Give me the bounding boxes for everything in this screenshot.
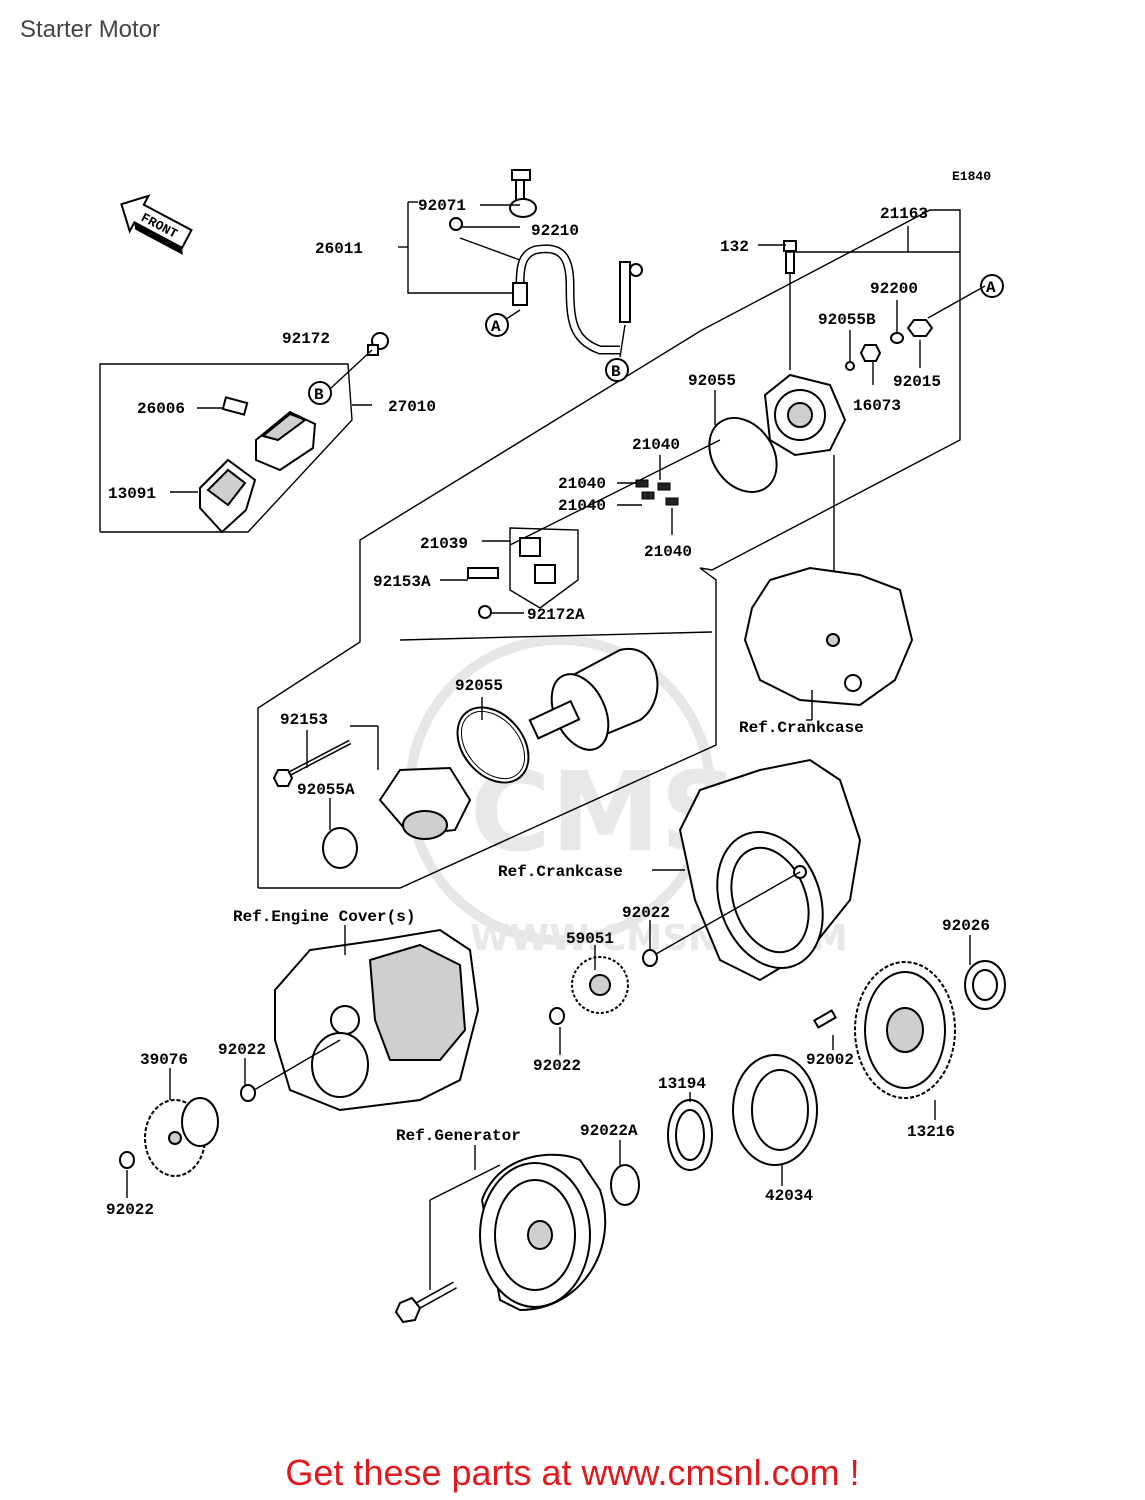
starter-relay xyxy=(199,332,389,534)
part-label-21040-d: 21040 xyxy=(644,543,692,561)
reduction-gear xyxy=(119,1039,341,1177)
part-label-13194: 13194 xyxy=(658,1075,706,1093)
generator-rotor xyxy=(394,1145,607,1324)
starter-yoke xyxy=(399,631,713,784)
svg-text:B: B xyxy=(314,386,324,404)
ref-engine-cover: Ref.Engine Cover(s) xyxy=(233,908,415,926)
idle-gear xyxy=(549,871,801,1025)
part-label-92022-c: 92022 xyxy=(533,1057,581,1075)
crankcase-section-top xyxy=(743,566,914,720)
front-arrow-icon: FRONT xyxy=(120,194,193,255)
part-label-16073: 16073 xyxy=(853,397,901,415)
callout-b-cable: B xyxy=(605,358,629,382)
starter-clutch xyxy=(610,1054,818,1206)
part-label-92002: 92002 xyxy=(806,1051,854,1069)
engine-cover xyxy=(274,925,480,1112)
starter-front-cover xyxy=(272,725,472,869)
ref-crankcase-mid: Ref.Crankcase xyxy=(498,863,623,881)
part-label-92055-mid: 92055 xyxy=(455,677,503,695)
part-label-92015: 92015 xyxy=(893,373,941,391)
part-label-92026: 92026 xyxy=(942,917,990,935)
part-label-27010: 27010 xyxy=(388,398,436,416)
part-label-92200: 92200 xyxy=(870,280,918,298)
reference-labels: Ref.Crankcase Ref.Crankcase Ref.Engine C… xyxy=(233,719,864,1145)
part-label-92055-top: 92055 xyxy=(688,372,736,390)
starter-group-outline xyxy=(257,209,961,889)
ref-crankcase-top: Ref.Crankcase xyxy=(739,719,864,737)
part-label-21040-c: 21040 xyxy=(558,497,606,515)
part-label-92172a: 92172A xyxy=(527,606,585,624)
starter-end-cover xyxy=(708,240,986,630)
svg-text:A: A xyxy=(986,279,996,297)
diagram-code: E1840 xyxy=(952,169,991,184)
part-label-13216: 13216 xyxy=(907,1123,955,1141)
battery-cable xyxy=(398,169,643,358)
starter-clutch-gear xyxy=(812,961,956,1099)
crankcase-section-mid xyxy=(652,758,862,982)
part-labels: 92071 26011 92210 21163 132 92200 92055B… xyxy=(106,197,990,1219)
part-label-92022-a: 92022 xyxy=(622,904,670,922)
part-label-21163: 21163 xyxy=(880,205,928,223)
part-label-21040-b: 21040 xyxy=(558,475,606,493)
part-label-92153: 92153 xyxy=(280,711,328,729)
callout-a-cable: A xyxy=(485,313,509,337)
part-label-42034: 42034 xyxy=(765,1187,813,1205)
part-label-26011: 26011 xyxy=(315,240,363,258)
part-label-39076: 39076 xyxy=(140,1051,188,1069)
part-label-92022-d: 92022 xyxy=(106,1201,154,1219)
footer-cta-link[interactable]: Get these parts at www.cmsnl.com ! xyxy=(285,1452,860,1493)
part-label-92022-b: 92022 xyxy=(218,1041,266,1059)
part-label-59051: 59051 xyxy=(566,930,614,948)
part-label-132: 132 xyxy=(720,238,749,256)
part-label-21040-a: 21040 xyxy=(632,436,680,454)
svg-text:B: B xyxy=(611,363,621,381)
oil-seal xyxy=(964,960,1006,1010)
part-label-92055b: 92055B xyxy=(818,311,876,329)
part-label-92172: 92172 xyxy=(282,330,330,348)
brush-set xyxy=(467,439,721,619)
svg-text:A: A xyxy=(491,318,501,336)
part-label-92210: 92210 xyxy=(531,222,579,240)
part-label-92022a: 92022A xyxy=(580,1122,638,1140)
part-label-92153a: 92153A xyxy=(373,573,431,591)
part-label-92055a: 92055A xyxy=(297,781,355,799)
part-label-92071: 92071 xyxy=(418,197,466,215)
part-label-13091: 13091 xyxy=(108,485,156,503)
callout-b-relay: B xyxy=(308,381,332,405)
callout-a-starter: A xyxy=(980,274,1004,298)
part-label-21039: 21039 xyxy=(420,535,468,553)
leader-lines xyxy=(126,204,971,1198)
ref-generator: Ref.Generator xyxy=(396,1127,521,1145)
page-title: Starter Motor xyxy=(20,16,161,43)
part-label-26006: 26006 xyxy=(137,400,185,418)
